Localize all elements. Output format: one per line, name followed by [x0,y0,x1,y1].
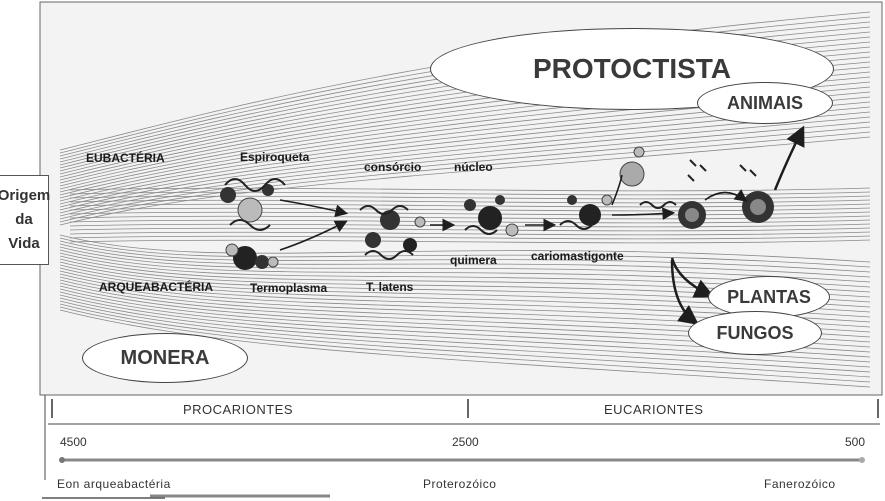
monera-oval: MONERA [82,333,248,383]
eon-arqueabacteria-label: Eon arqueabactéria [57,477,171,491]
consorcio-label: consórcio [364,160,422,174]
t-latens-label: T. latens [366,280,414,294]
protoctista-label: PROTOCTISTA [532,53,732,84]
quimera-label: quimera [450,253,497,267]
origin-line-1: Origem [0,187,51,204]
fanerozoico-label: Fanerozóico [764,477,836,491]
year-500: 500 [845,435,866,449]
espiroqueta-label: Espiroqueta [240,150,310,164]
origin-of-life-box: Origem da Vida [0,175,51,265]
origin-line-3: Vida [8,235,40,252]
eubacteria-label: EUBACTÉRIA [86,151,165,165]
procariontes-label: PROCARIONTES [183,402,294,417]
arqueabacteria-label: ARQUEABACTÉRIA [99,280,213,294]
animais-oval: ANIMAIS [697,82,833,124]
termoplasma-label: Termoplasma [250,281,328,295]
nucleo-label: núcleo [454,160,493,174]
organism-clusters [220,146,774,270]
animais-label: ANIMAIS [727,92,803,113]
eucariontes-label: EUCARIONTES [604,402,704,417]
proterozoico-label: Proterozóico [423,477,497,491]
fungos-oval: FUNGOS [688,311,822,355]
year-4500: 4500 [60,435,87,449]
monera-label: MONERA [120,346,210,369]
year-2500: 2500 [452,435,479,449]
flow-arrows [279,125,805,325]
origin-line-2: da [15,211,33,228]
timeline-scale [42,395,880,499]
fungos-label: FUNGOS [716,322,794,343]
cariomastigonte-label: cariomastigonte [531,249,624,263]
plantas-label: PLANTAS [727,286,811,307]
